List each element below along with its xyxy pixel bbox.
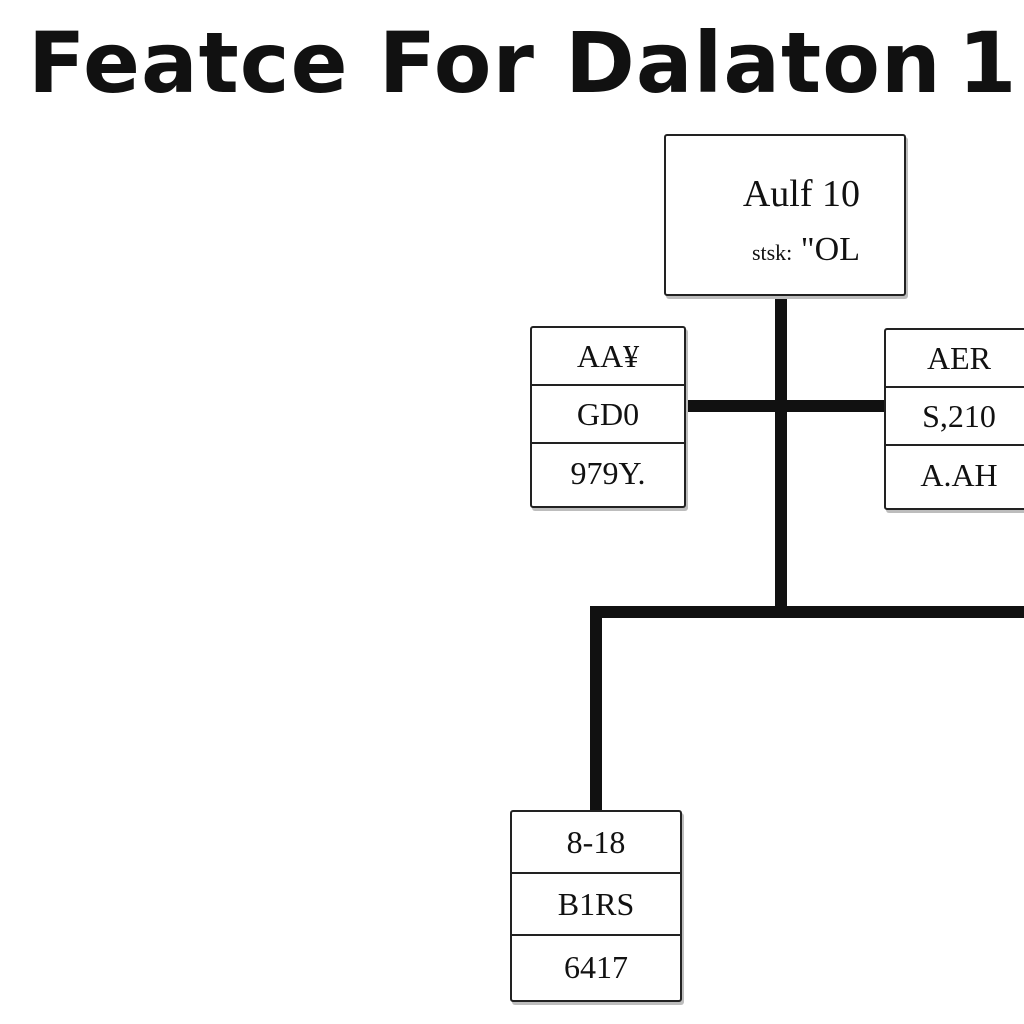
root-node-detail: stsk: "OL: [752, 230, 860, 273]
title-text: Featce For Dalaton: [28, 18, 942, 108]
connector-root-down: [775, 294, 787, 610]
title-number: 1.: [958, 18, 1024, 108]
connector-right-branch: [780, 400, 884, 412]
left-node-row: AA¥: [532, 328, 684, 386]
bottom-node-row: B1RS: [512, 874, 680, 936]
right-node-row: S,210: [886, 388, 1024, 446]
left-node-row: GD0: [532, 386, 684, 444]
connector-horizontal-main: [590, 606, 1024, 618]
connector-bottom-down: [590, 606, 602, 812]
bottom-node: 8-18 B1RS 6417: [510, 810, 682, 1002]
right-node-row: A.AH: [920, 456, 998, 493]
root-node-detail-suffix: "OL: [800, 231, 860, 268]
right-node-row: AER: [886, 330, 1024, 388]
right-node: AER S,210 A.AH: [884, 328, 1024, 510]
bottom-node-row: 8-18: [512, 812, 680, 874]
root-node-label: Aulf 10: [742, 173, 860, 215]
root-node: Aulf 10 stsk: "OL: [664, 134, 906, 296]
root-node-detail-prefix: stsk:: [751, 240, 793, 265]
page-title: Featce For Dalaton 1.: [28, 18, 1024, 108]
bottom-node-row: 6417: [564, 948, 628, 985]
connector-left-branch: [686, 400, 786, 412]
left-node: AA¥ GD0 979Y.: [530, 326, 686, 508]
left-node-row: 979Y.: [570, 454, 646, 491]
